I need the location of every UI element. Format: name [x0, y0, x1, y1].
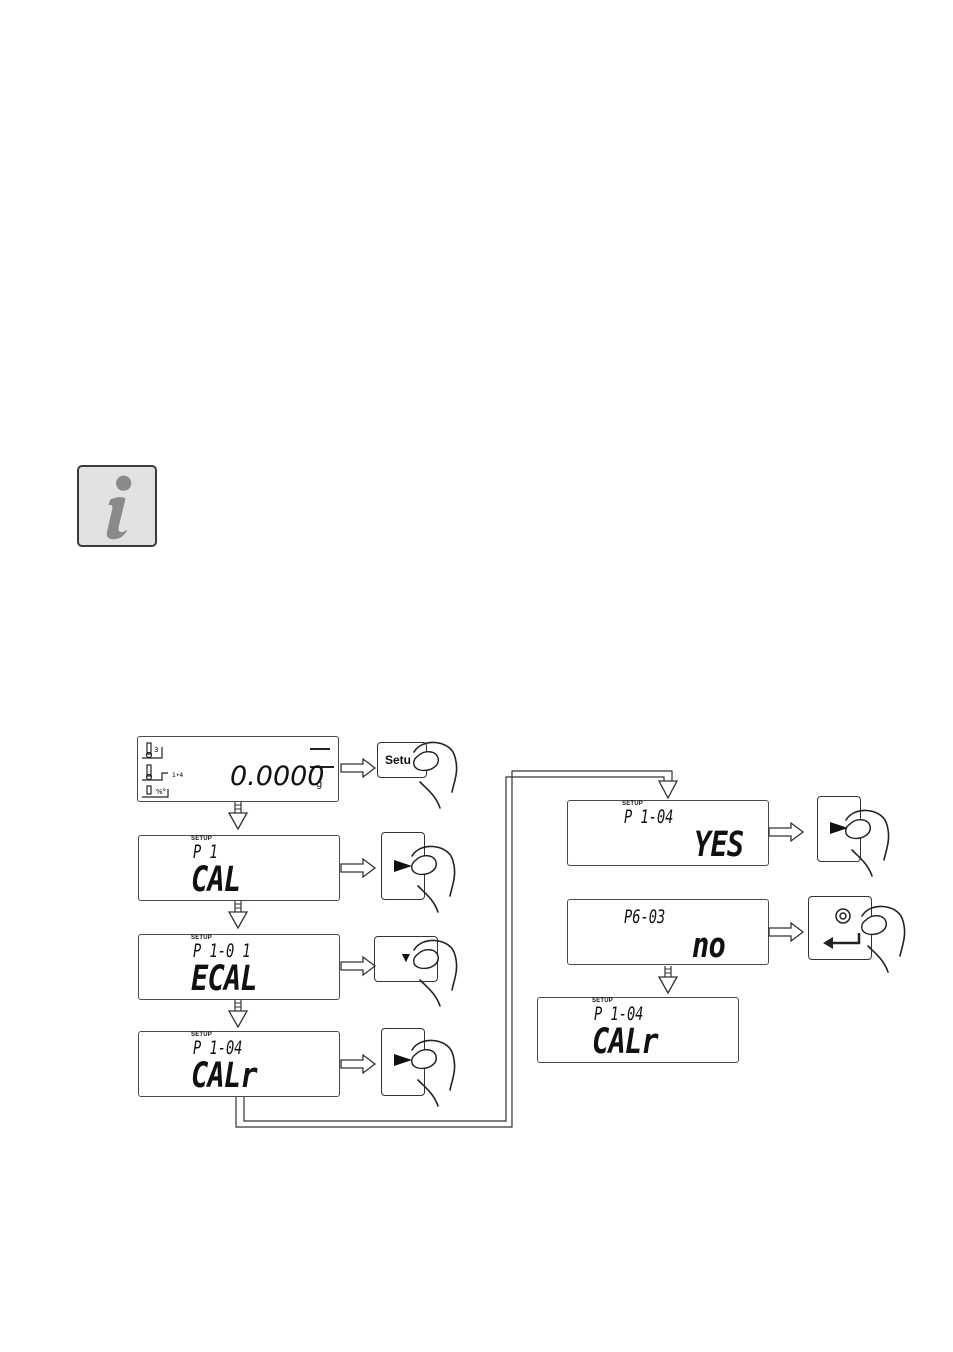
setup-key-label: Setu: [385, 753, 411, 767]
lcd-p1-04-calr-result: SETUP P 1-04 CALr: [537, 997, 739, 1063]
weight-readout: 0.0000: [230, 761, 324, 792]
lcd-p1-04-calr: SETUP P 1-04 CALr: [138, 1031, 340, 1097]
svg-text:%°: %°: [156, 788, 166, 796]
lcd-main-weighing: 3 1•4 %° 0.0000 g: [137, 736, 339, 802]
lcd-p1-01-ecal: SETUP P 1-0 1 ECAL: [138, 934, 340, 1000]
flow-arrow-right: [769, 923, 803, 941]
weight-unit: g: [316, 779, 322, 790]
menu-value: YES: [694, 825, 743, 865]
flow-arrow-down: [659, 966, 677, 993]
flow-arrow-right: [769, 823, 803, 841]
menu-code: P 1-04: [624, 806, 673, 828]
menu-value: no: [692, 926, 725, 966]
svg-text:3: 3: [154, 746, 158, 754]
flow-arrow-down: [229, 901, 247, 928]
menu-value: ECAL: [191, 959, 257, 999]
flow-arrow-right: [341, 957, 375, 975]
info-icon: [77, 465, 157, 547]
flow-arrow-down: [659, 781, 677, 798]
flow-arrow-right: [341, 859, 375, 877]
menu-value: CAL: [191, 860, 240, 900]
menu-code: P6-03: [624, 906, 665, 928]
lcd-p1-04-yes: SETUP P 1-04 YES: [567, 800, 769, 866]
right-key[interactable]: [381, 1028, 425, 1096]
flow-arrow-right: [341, 1055, 375, 1073]
right-key[interactable]: [817, 796, 861, 862]
lcd-p6-03-no: P6-03 no: [567, 899, 769, 965]
flow-arrow-down: [229, 802, 247, 829]
right-key[interactable]: [381, 832, 425, 900]
menu-value: CALr: [592, 1022, 658, 1062]
enter-icon: [809, 897, 873, 961]
down-key[interactable]: ▼: [374, 936, 438, 982]
flow-arrow-right: [341, 759, 375, 777]
menu-value: CALr: [191, 1056, 257, 1096]
setup-key[interactable]: Setu: [377, 742, 427, 778]
lcd-p1-cal: SETUP P 1 CAL: [138, 835, 340, 901]
down-arrow-icon: ▼: [399, 949, 413, 965]
info-glyph: [79, 467, 155, 545]
enter-key[interactable]: [808, 896, 872, 960]
flow-arrow-down: [229, 1000, 247, 1027]
svg-text:1•4: 1•4: [172, 772, 183, 779]
